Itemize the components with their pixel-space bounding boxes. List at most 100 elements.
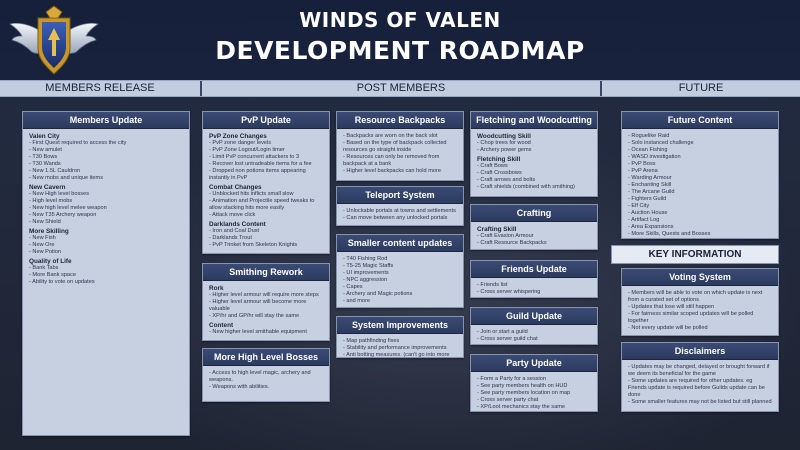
- section-heading: Combat Changes: [209, 184, 262, 191]
- panel-title: Disclaimers: [622, 343, 778, 360]
- list-item: - See party members location on map: [477, 390, 571, 396]
- list-item: - Auction House: [628, 210, 668, 216]
- list-item: - Elf City: [628, 203, 650, 209]
- section-heading: Fletching Skill: [477, 156, 521, 163]
- list-item: - T5-25 Magic Staffs: [343, 263, 394, 269]
- column-members-release: MEMBERS RELEASE: [45, 82, 155, 94]
- list-item: - Backpacks are worn on the back slot: [343, 133, 438, 139]
- panel-title: Party Update: [471, 355, 597, 372]
- list-item: - New Fish: [29, 235, 56, 241]
- list-item: - See party members health on HUD: [477, 383, 568, 389]
- list-item: - Higher level armour will become more v…: [209, 299, 307, 312]
- section-heading: New Cavern: [29, 184, 66, 191]
- list-item: - Attack move click: [209, 212, 256, 218]
- list-item: - PvP Arena: [628, 168, 658, 174]
- list-item: - Cross server guild chat: [477, 336, 538, 342]
- list-item: - Area Expansions: [628, 224, 674, 230]
- panel-body: - Access to high level magic, archery an…: [203, 366, 329, 395]
- panel-party-update: Party Update - Form a Party for a session…: [470, 354, 598, 412]
- list-item: - Dropped non potions items appearing in…: [209, 168, 306, 181]
- panel-title: Smithing Rework: [203, 264, 329, 281]
- panel-title: Teleport System: [337, 187, 463, 204]
- section-heading: Darklands Content: [209, 221, 266, 228]
- list-item: - Some updates are required for other up…: [628, 378, 765, 398]
- list-item: - For fairness similar scoped updates wi…: [628, 311, 754, 324]
- list-item: - Iron and Coal Dust: [209, 228, 260, 234]
- list-item: - Can move between any unlocked portals: [343, 215, 448, 221]
- list-item: - NPC aggression: [343, 277, 388, 283]
- list-item: - Some smaller features may not be liste…: [628, 399, 772, 405]
- section-heading: Quality of Life: [29, 258, 72, 265]
- list-item: - Craft shields (combined with smithing): [477, 184, 575, 190]
- list-item: - Cross server whispering: [477, 289, 541, 295]
- list-item: - Recover lost untradeable items for a f…: [209, 161, 312, 167]
- list-item: - Craft arrows and bolts: [477, 177, 536, 183]
- list-item: - Form a Party for a session: [477, 376, 547, 382]
- winged-shield-logo: [9, 5, 99, 75]
- list-item: - Enchanting Skill: [628, 182, 672, 188]
- list-item: - Artifact Log: [628, 217, 660, 223]
- column-divider: [200, 81, 202, 96]
- list-item: - and more: [343, 298, 371, 304]
- list-item: - New Ore: [29, 242, 55, 248]
- list-item: - Members will be able to vote on which …: [628, 290, 763, 303]
- list-item: - Unblocked hits inflicts small slow: [209, 191, 294, 197]
- panel-title: Voting System: [622, 269, 778, 286]
- list-item: - Join or start a guild: [477, 329, 528, 335]
- list-item: - Resources can only be removed from bac…: [343, 154, 440, 167]
- panel-body: - Map pathfinding fixes- Stability and p…: [337, 334, 463, 370]
- list-item: - Weapons with abilities.: [209, 384, 270, 390]
- list-item: - Not every update will be polled: [628, 325, 708, 331]
- panel-body: - Backpacks are worn on the back slot- B…: [337, 129, 463, 179]
- column-header-bar: MEMBERS RELEASE POST MEMBERS FUTURE: [0, 80, 800, 97]
- list-item: - High level mobs: [29, 198, 73, 204]
- list-item: - PvP Boss: [628, 161, 656, 167]
- list-item: - Cross server party chat: [477, 397, 539, 403]
- list-item: - Craft Bows: [477, 163, 508, 169]
- list-item: - Unlockable portals at towns and settle…: [343, 208, 456, 214]
- list-item: - Archery and Magic potions: [343, 291, 413, 297]
- list-item: - XP/hr and GP/hr will stay the same: [209, 313, 300, 319]
- list-item: - New mobs and unique items: [29, 175, 103, 181]
- section-heading: Content: [209, 322, 234, 329]
- list-item: - Friends list: [477, 282, 508, 288]
- panel-smaller-content-updates: Smaller content updates- T40 Fishing Rod…: [336, 234, 464, 308]
- column-divider: [600, 81, 602, 96]
- list-item: - Darklands Trout: [209, 235, 252, 241]
- list-item: - Craft Crossbows: [477, 170, 522, 176]
- list-item: - Map pathfinding fixes: [343, 338, 400, 344]
- panel-more-high-level-bosses: More High Level Bosses- Access to high l…: [202, 348, 330, 402]
- list-item: - PvP zone danger levels: [209, 140, 272, 146]
- panel-title: System Improvements: [337, 317, 463, 334]
- list-item: - New amulet: [29, 147, 62, 153]
- panel-body: - Members will be able to vote on which …: [622, 286, 778, 336]
- panel-body: - Friends list- Cross server whispering: [471, 278, 597, 300]
- panel-disclaimers: Disclaimers- Updates may be changed, del…: [621, 342, 779, 412]
- panel-friends-update: Friends Update- Friends list- Cross serv…: [470, 260, 598, 298]
- list-item: - More Skills, Quests and Bosses: [628, 231, 711, 237]
- list-item: - Ability to vote on updates: [29, 279, 95, 285]
- section-heading: Rork: [209, 285, 224, 292]
- page-title: DEVELOPMENT ROADMAP: [215, 36, 585, 65]
- section-heading: Woodcutting Skill: [477, 133, 531, 140]
- panel-title: PvP Update: [203, 112, 329, 129]
- panel-body: PvP Zone Changes- PvP zone danger levels…: [203, 129, 329, 253]
- list-item: - First Quest required to access the cit…: [29, 140, 127, 146]
- panel-system-improvements: System Improvements - Map pathfinding fix…: [336, 316, 464, 365]
- list-item: - WASD investigation: [628, 154, 681, 160]
- list-item: - T40 Fishing Rod: [343, 256, 388, 262]
- game-title: WINDS OF VALEN: [299, 8, 501, 32]
- panel-title: Guild Update: [471, 308, 597, 325]
- key-information-label: KEY INFORMATION: [611, 245, 779, 264]
- list-item: - Access to high level magic, archery an…: [209, 370, 311, 383]
- list-item: - PvP Zone Logout/Login timer: [209, 147, 285, 153]
- panel-body: Woodcutting Skill- Chop trees for wood- …: [471, 129, 597, 195]
- panel-body: - Roguelike Raid- Solo instanced challen…: [622, 129, 778, 242]
- list-item: - Ocean Fishing: [628, 147, 668, 153]
- panel-body: Crafting Skill- Craft Evasion Armour- Cr…: [471, 222, 597, 251]
- list-item: - Updates that lose will still happen: [628, 304, 715, 310]
